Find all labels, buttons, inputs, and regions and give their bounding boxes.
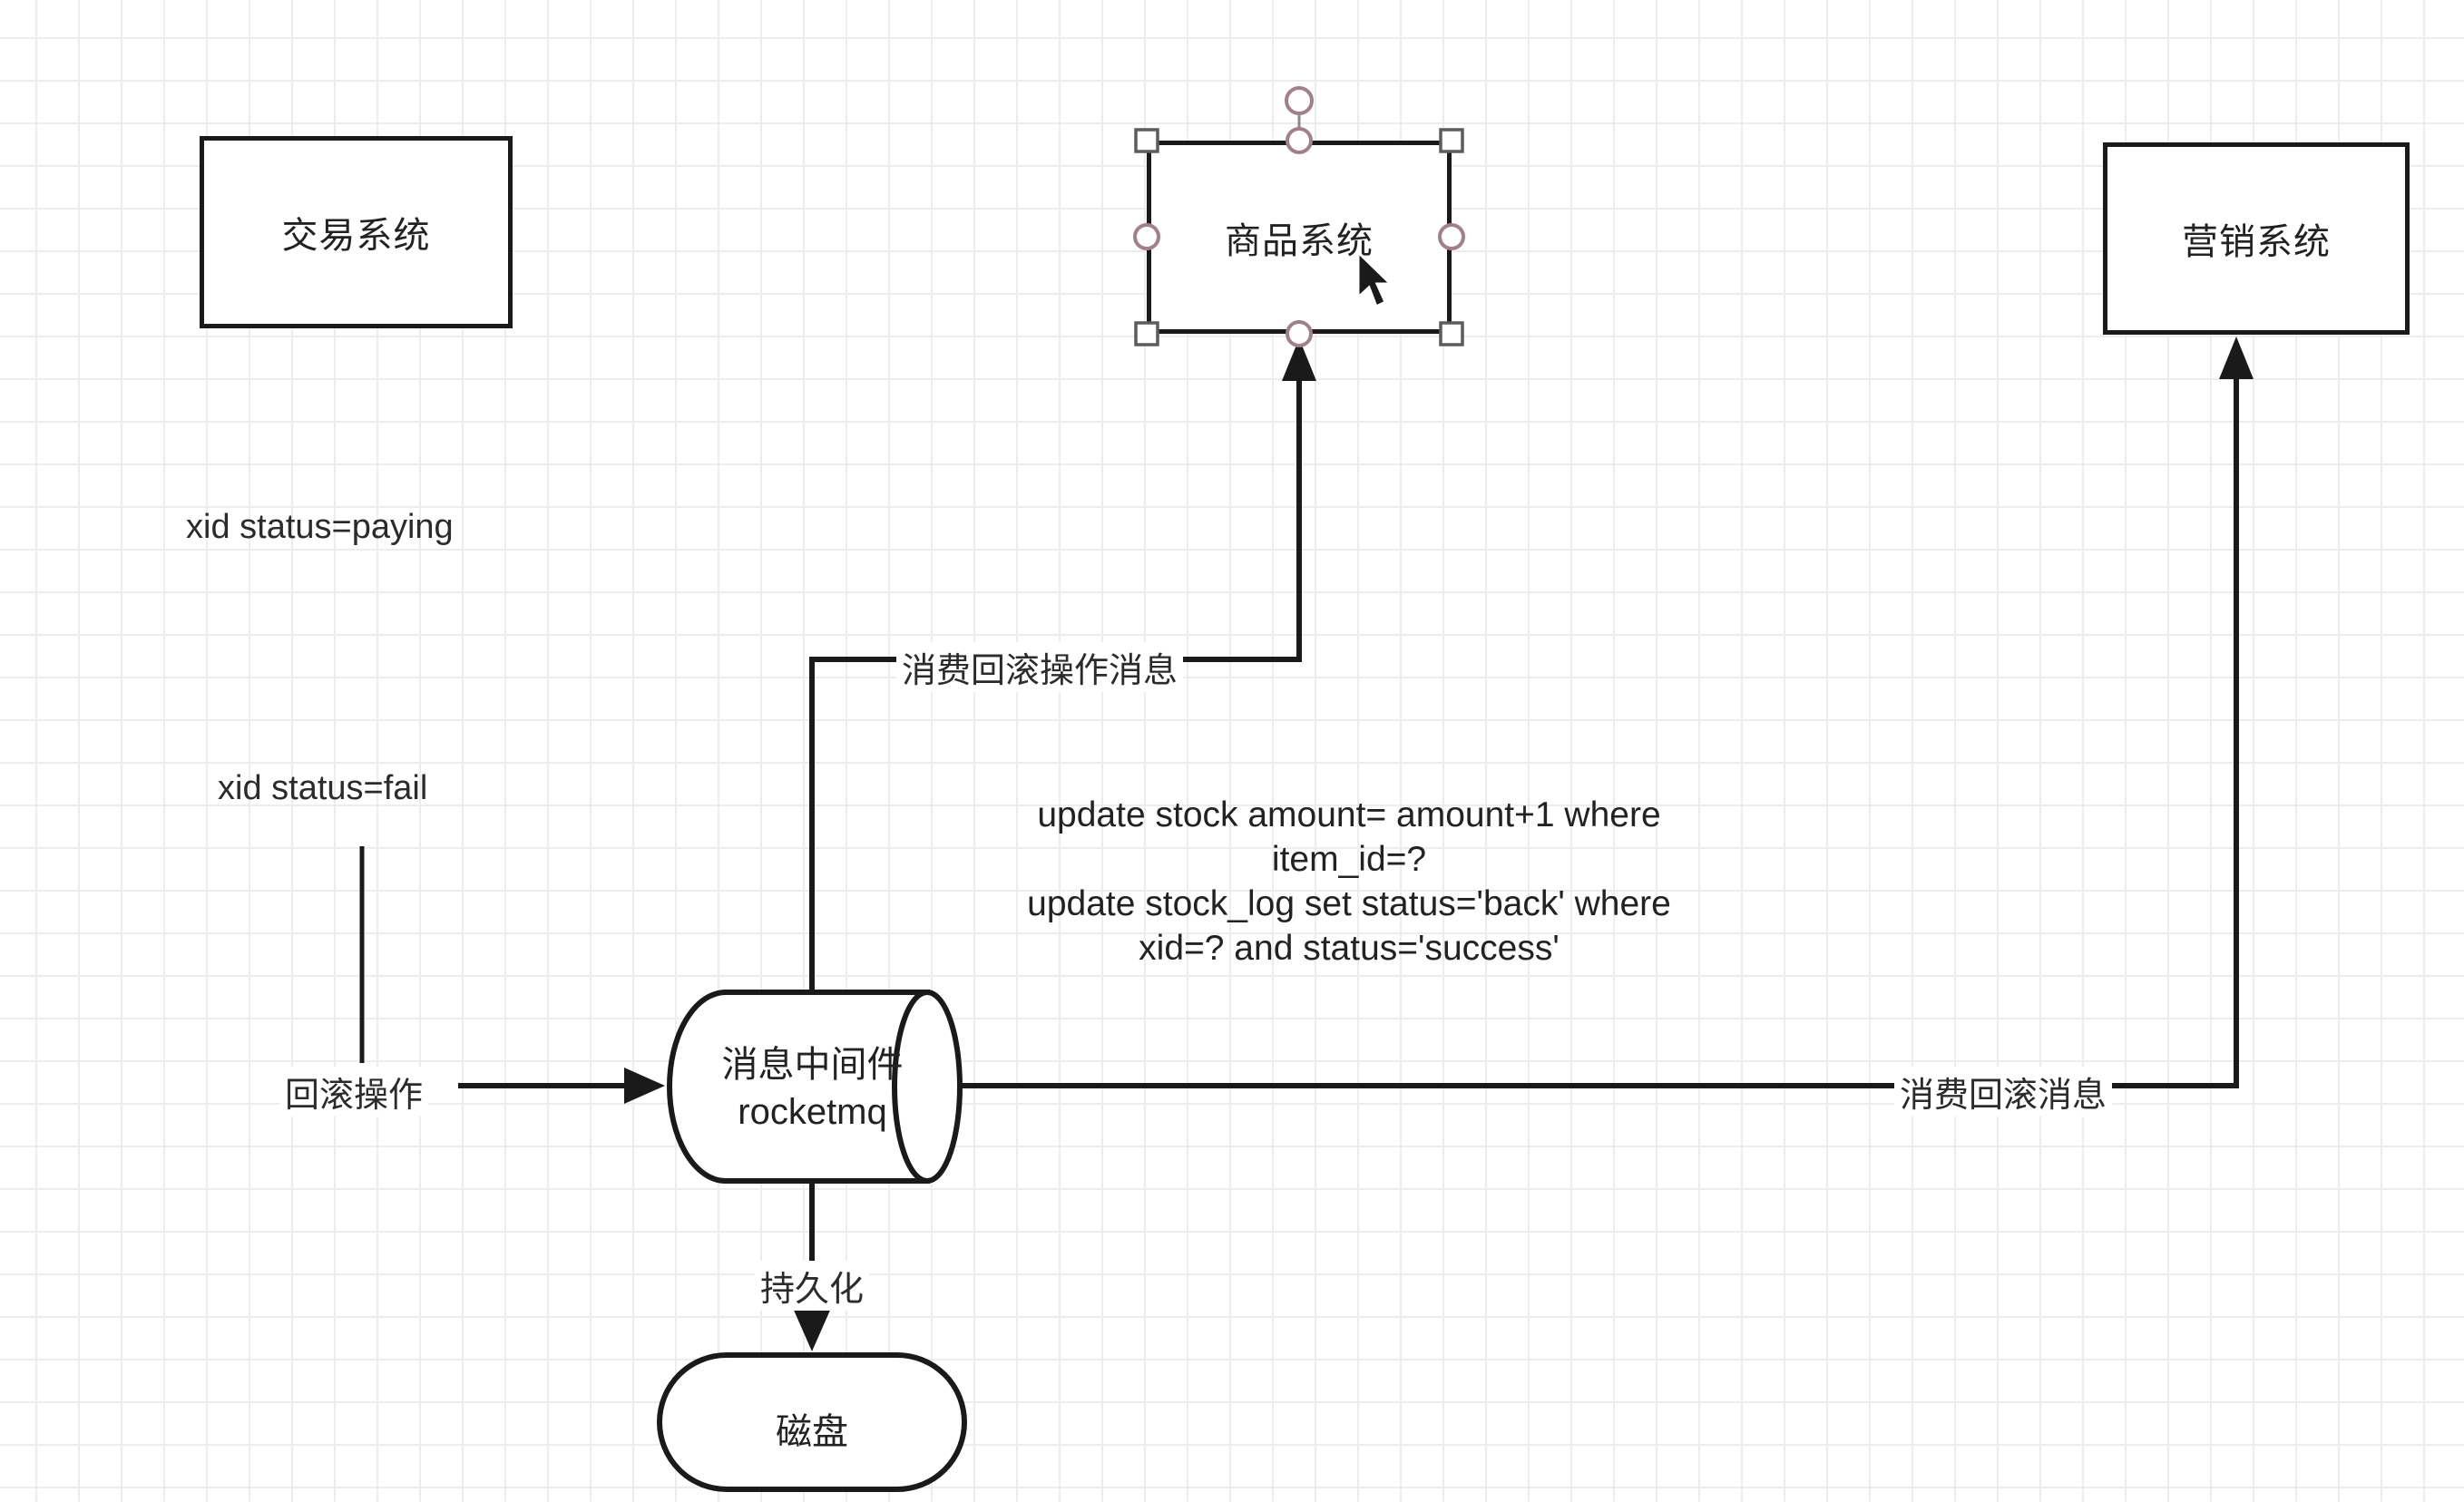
sql-line-4: xid=? and status='success' [1139, 929, 1560, 968]
product-system-label: 商品系统 [1225, 220, 1374, 261]
trade-system-node[interactable]: 交易系统 [200, 136, 513, 328]
sql-line-1: update stock amount= amount+1 where [1037, 795, 1661, 834]
cursor-icon [1356, 249, 1394, 309]
rotation-handle[interactable] [1285, 86, 1314, 115]
mq-cylinder-label: 消息中间件 rocketmq [665, 1041, 960, 1136]
arrowhead-up-icon [1282, 338, 1316, 381]
sql-line-3: update stock_log set status='back' where [1027, 884, 1671, 923]
connect-handle-w[interactable] [1133, 223, 1160, 250]
sql-line-2: item_id=? [1271, 840, 1427, 879]
connect-handle-e[interactable] [1438, 223, 1465, 250]
marketing-system-label: 营销系统 [2182, 222, 2331, 262]
disk-node-shape[interactable] [657, 1352, 967, 1492]
trade-system-label: 交易系统 [281, 216, 431, 256]
marketing-system-node[interactable]: 营销系统 [2103, 142, 2410, 335]
arrowhead-down-icon [792, 1306, 832, 1351]
arrowhead-up-icon [2219, 336, 2254, 379]
resize-handle-ne[interactable] [1439, 128, 1464, 153]
product-selection-handles[interactable] [1133, 86, 1465, 347]
arrowhead-right-icon [624, 1068, 665, 1104]
annotation-sql[interactable]: update stock amount= amount+1 where item… [941, 793, 1757, 970]
connect-handle-s[interactable] [1286, 320, 1313, 347]
edge-label-consume-rollback-msg[interactable]: 消费回滚消息 [1894, 1067, 2113, 1117]
edge-label-persist[interactable]: 持久化 [755, 1261, 870, 1311]
edge-rollback-to-mq[interactable] [458, 1068, 665, 1104]
resize-handle-nw[interactable] [1134, 128, 1159, 153]
mq-label-line1: 消息中间件 [721, 1045, 904, 1085]
resize-handle-se[interactable] [1439, 321, 1464, 346]
annotation-xid-paying[interactable]: xid status=paying [186, 508, 454, 546]
mq-cylinder-node[interactable] [667, 990, 963, 1184]
edge-mq-to-marketing[interactable] [960, 336, 2254, 1088]
edge-label-rollback-op[interactable]: 回滚操作 [279, 1067, 429, 1117]
edge-label-consume-rollback-op-msg[interactable]: 消费回滚操作消息 [896, 642, 1184, 692]
connect-handle-n[interactable] [1286, 127, 1313, 154]
mq-label-line2: rocketmq [738, 1092, 887, 1132]
disk-label: 磁盘 [776, 1412, 848, 1452]
resize-handle-sw[interactable] [1134, 321, 1159, 346]
annotation-xid-fail[interactable]: xid status=fail [218, 769, 428, 807]
